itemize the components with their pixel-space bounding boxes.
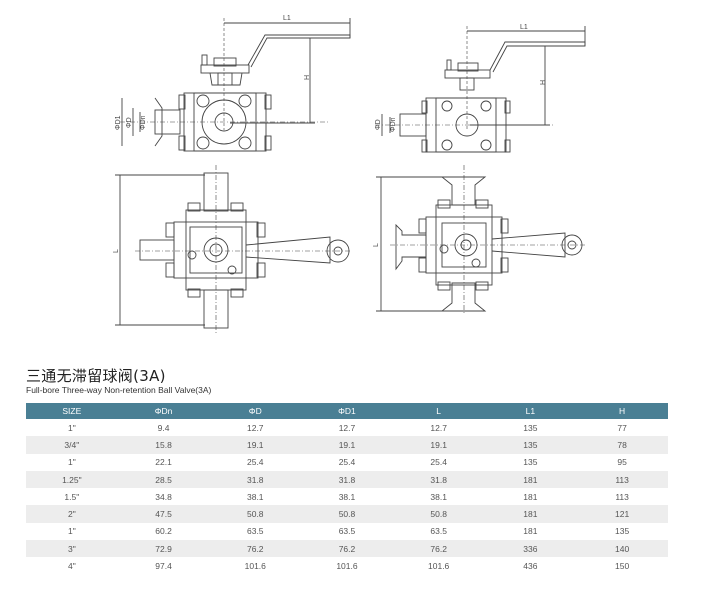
cell-l: 63.5 xyxy=(430,526,447,537)
cell-l: 19.1 xyxy=(392,436,485,454)
dim-label-h-right: H xyxy=(540,80,547,85)
front-view-drawing-right: L1 H ΦD ΦDn xyxy=(370,0,610,165)
cell-l1: 135 xyxy=(523,422,538,433)
table-row: 1" 9.4 12.7 12.7 12.7 135 77 xyxy=(26,419,668,436)
dim-label-d-right: ΦD xyxy=(375,119,382,130)
cell-d: 63.5 xyxy=(246,526,264,537)
dim-label-h: H xyxy=(304,75,311,80)
product-title-chinese: 三通无滞留球阀(3A) xyxy=(26,367,166,385)
column-header-l: L xyxy=(392,403,485,419)
cell-l1: 135 xyxy=(523,457,538,468)
dim-label-l-right: L xyxy=(373,243,380,247)
cell-d1: 31.8 xyxy=(301,470,393,489)
cell-dn: 97.4 xyxy=(155,561,172,572)
cell-d: 38.1 xyxy=(246,491,264,502)
cell-d: 101.6 xyxy=(244,561,266,572)
cell-size: 3/4" xyxy=(26,436,118,454)
cell-dn: 34.8 xyxy=(155,491,172,502)
cell-h: 113 xyxy=(576,470,668,489)
cell-d: 25.4 xyxy=(246,457,264,468)
dim-label-d1: ΦD1 xyxy=(115,115,122,130)
cell-l1: 181 xyxy=(484,470,577,489)
cell-h: 135 xyxy=(615,526,630,537)
cell-d: 31.8 xyxy=(209,470,302,489)
cell-d: 12.7 xyxy=(246,422,264,433)
cell-dn: 47.5 xyxy=(117,505,210,523)
cell-l1: 181 xyxy=(484,505,577,523)
dim-label-l1: L1 xyxy=(283,15,291,22)
cell-dn: 22.1 xyxy=(155,457,172,468)
cell-dn: 72.9 xyxy=(117,540,210,558)
cell-h: 121 xyxy=(576,505,668,523)
column-header-dn: ΦDn xyxy=(117,403,210,419)
table-header-row: SIZE ΦDn ΦD ΦD1 L L1 H xyxy=(26,403,668,419)
cell-h: 140 xyxy=(576,540,668,558)
cell-d1: 50.8 xyxy=(301,505,393,523)
column-header-l1: L1 xyxy=(484,403,577,419)
cell-d: 19.1 xyxy=(209,436,302,454)
cell-size: 1.5" xyxy=(64,491,80,502)
front-view-drawing-left: L1 H ΦD1 ΦD ΦDn xyxy=(100,0,360,165)
cell-l1: 436 xyxy=(523,561,538,572)
cell-l: 38.1 xyxy=(430,491,447,502)
column-header-size: SIZE xyxy=(26,403,118,419)
cell-l: 50.8 xyxy=(392,505,485,523)
cell-d1: 38.1 xyxy=(338,491,356,502)
cell-l1: 336 xyxy=(484,540,577,558)
cell-d1: 25.4 xyxy=(338,457,356,468)
cell-l: 31.8 xyxy=(392,470,485,489)
cell-l1: 135 xyxy=(484,436,577,454)
table-row: 1" 22.1 25.4 25.4 25.4 135 95 xyxy=(26,454,668,471)
cell-d: 76.2 xyxy=(209,540,302,558)
cell-d1: 19.1 xyxy=(301,436,393,454)
cell-d1: 63.5 xyxy=(338,526,356,537)
column-header-d1: ΦD1 xyxy=(301,403,393,419)
table-row: 1.5" 34.8 38.1 38.1 38.1 181 113 xyxy=(26,488,668,505)
top-view-drawing-right: L xyxy=(370,165,610,315)
specification-table: SIZE ΦDn ΦD ΦD1 L L1 H 1" 9.4 12.7 12.7 12.7… xyxy=(26,403,668,575)
top-view-drawing-left: L xyxy=(100,165,360,335)
cell-size: 1" xyxy=(67,526,76,537)
cell-size: 1" xyxy=(67,457,76,468)
cell-h: 95 xyxy=(617,457,627,468)
cell-d1: 76.2 xyxy=(301,540,393,558)
cell-size: 1.25" xyxy=(26,470,118,489)
cell-l: 76.2 xyxy=(392,540,485,558)
cell-l1: 181 xyxy=(523,526,538,537)
cell-size: 1" xyxy=(67,422,76,433)
cell-dn: 60.2 xyxy=(155,526,172,537)
dim-label-l: L xyxy=(113,249,120,253)
dim-label-dn-right: ΦDn xyxy=(390,117,397,132)
cell-h: 113 xyxy=(615,491,629,502)
cell-h: 78 xyxy=(576,436,668,454)
cell-d1: 12.7 xyxy=(338,422,356,433)
cell-h: 150 xyxy=(615,561,630,572)
cell-h: 77 xyxy=(617,422,627,433)
cell-l: 101.6 xyxy=(428,561,450,572)
cell-l: 25.4 xyxy=(430,457,447,468)
column-header-h: H xyxy=(576,403,668,419)
dim-label-dn: ΦDn xyxy=(140,115,147,130)
cell-d: 50.8 xyxy=(209,505,302,523)
column-header-d: ΦD xyxy=(209,403,302,419)
cell-dn: 9.4 xyxy=(157,422,170,433)
table-row: 1" 60.2 63.5 63.5 63.5 181 135 xyxy=(26,523,668,540)
cell-l: 12.7 xyxy=(430,422,447,433)
cell-dn: 15.8 xyxy=(117,436,210,454)
product-title-english: Full-bore Three-way Non-retention Ball V… xyxy=(26,385,212,395)
dim-label-d: ΦD xyxy=(126,117,133,128)
cell-d1: 101.6 xyxy=(336,561,358,572)
cell-size: 4" xyxy=(67,561,76,572)
cell-size: 3" xyxy=(26,540,118,558)
dim-label-l1-right: L1 xyxy=(520,24,528,31)
table-row: 4" 97.4 101.6 101.6 101.6 436 150 xyxy=(26,557,668,574)
cell-dn: 28.5 xyxy=(117,470,210,489)
cell-l1: 181 xyxy=(523,491,538,502)
cell-size: 2" xyxy=(26,505,118,523)
